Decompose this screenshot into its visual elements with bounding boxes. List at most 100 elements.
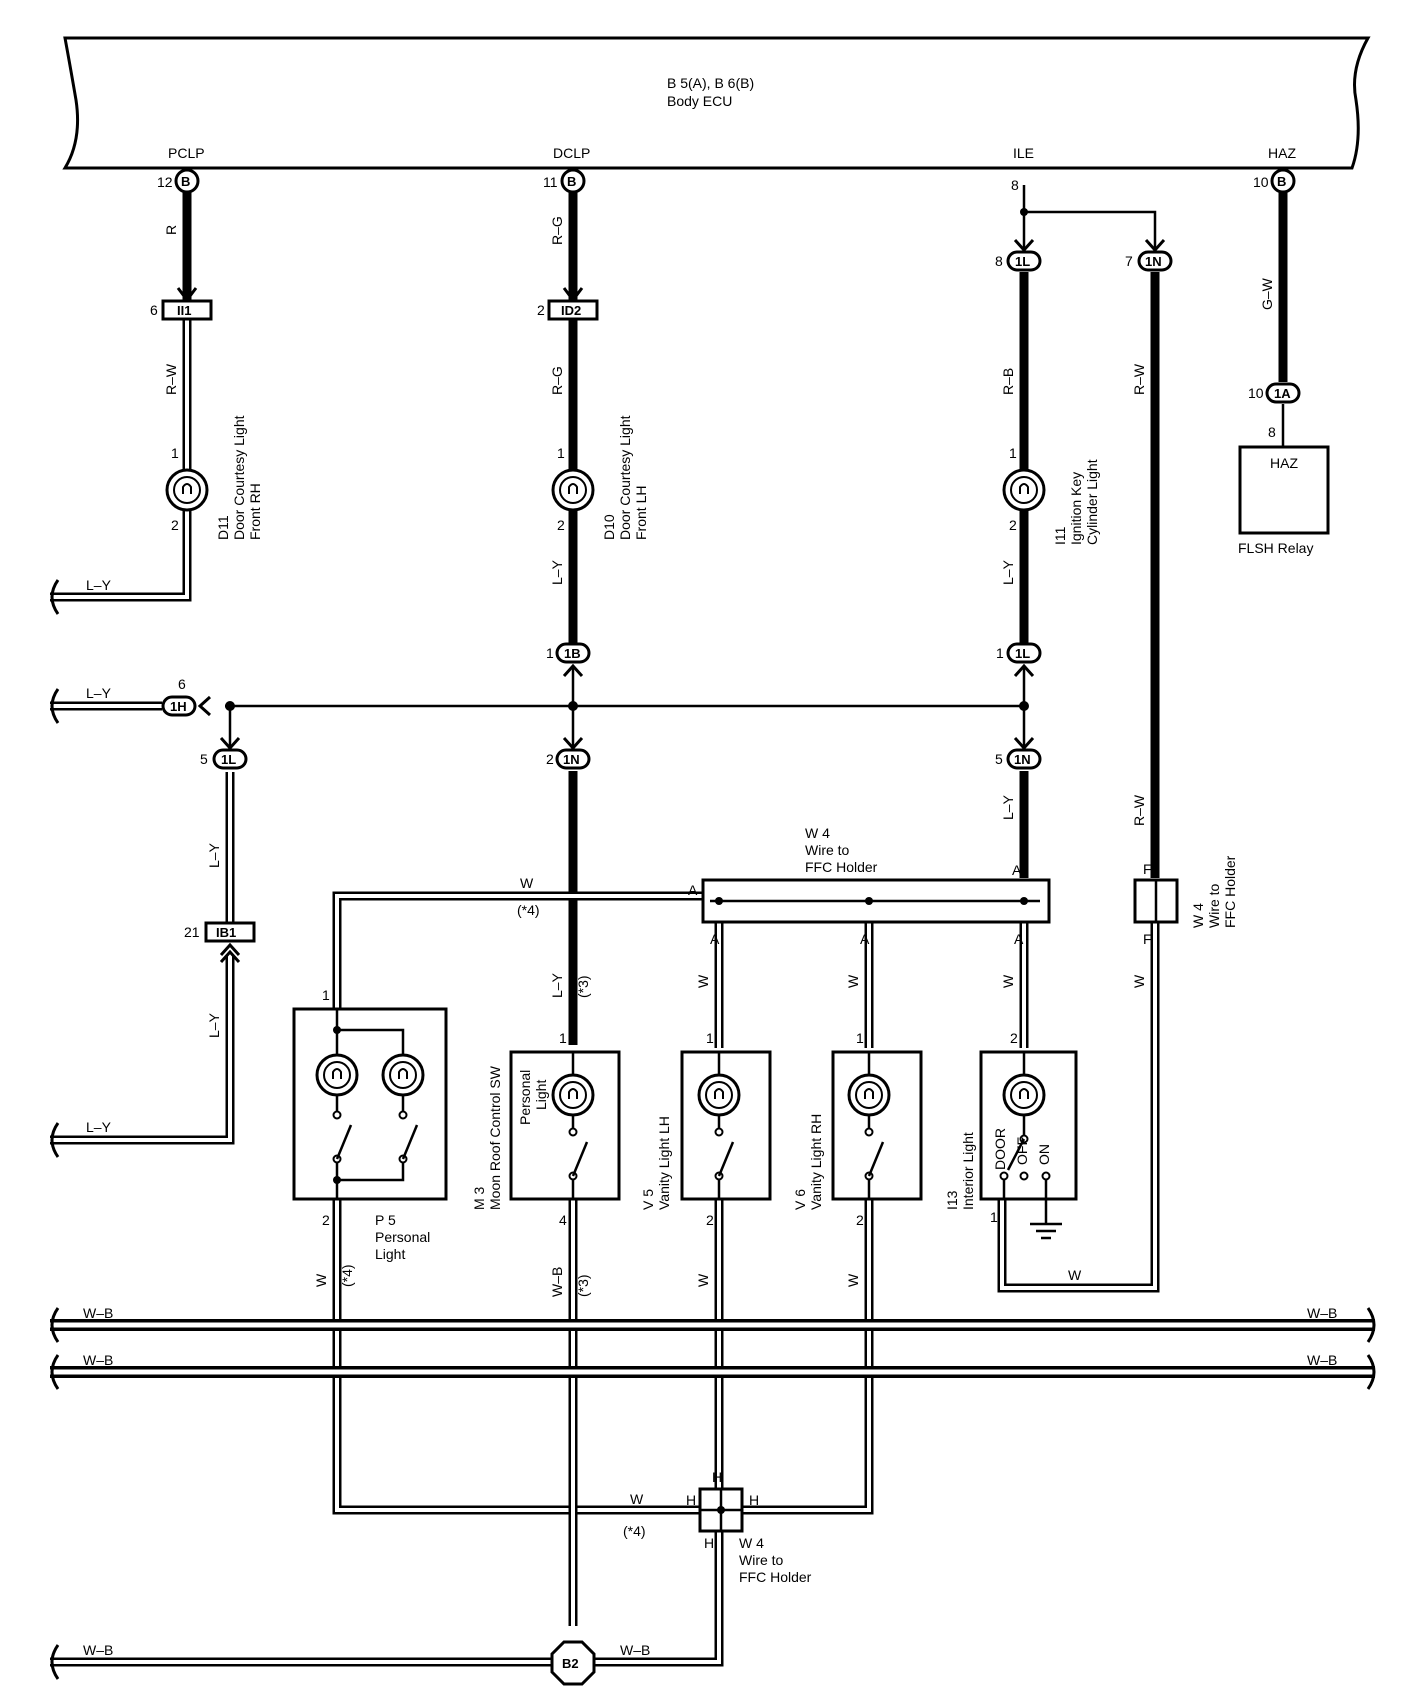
svg-text:1B: 1B	[564, 646, 581, 661]
flsh-relay: HAZ FLSH Relay	[1238, 445, 1330, 556]
ecu-title: B 5(A), B 6(B)	[667, 75, 754, 91]
terminal-haz: HAZ	[1268, 145, 1296, 161]
svg-text:1L: 1L	[221, 752, 236, 767]
svg-text:1: 1	[557, 445, 565, 461]
svg-text:ID2: ID2	[561, 303, 581, 318]
svg-text:I11: I11	[1052, 526, 1068, 545]
svg-text:Interior Light: Interior Light	[960, 1132, 976, 1210]
svg-text:IB1: IB1	[216, 925, 236, 940]
svg-text:R–W: R–W	[1131, 794, 1147, 826]
pin-ile: 8	[1011, 177, 1019, 193]
svg-text:H: H	[749, 1492, 759, 1508]
connector-ib1: IB1 21	[184, 921, 256, 964]
svg-text:FFC Holder: FFC Holder	[739, 1569, 812, 1585]
svg-text:Personal: Personal	[517, 1070, 533, 1125]
svg-text:W: W	[1000, 974, 1016, 988]
wire-labels: R R–W R–G R–G L–Y R–B L–Y R–W G–W L–Y R–…	[83, 216, 1337, 1658]
svg-text:L–Y: L–Y	[206, 1012, 222, 1038]
svg-text:5: 5	[995, 751, 1003, 767]
svg-text:A: A	[860, 931, 870, 947]
svg-text:L–Y: L–Y	[86, 1119, 112, 1135]
lamp-d11: 1 2 D11 Door Courtesy Light Front RH	[165, 415, 263, 540]
svg-text:W–B: W–B	[83, 1305, 113, 1321]
svg-text:Light: Light	[533, 1080, 549, 1110]
svg-text:R–W: R–W	[163, 363, 179, 395]
svg-text:L–Y: L–Y	[549, 972, 565, 998]
svg-text:W: W	[1068, 1267, 1082, 1283]
svg-text:W: W	[520, 875, 534, 891]
svg-text:1H: 1H	[170, 699, 187, 714]
svg-text:A: A	[688, 882, 698, 898]
svg-text:7: 7	[1125, 253, 1133, 269]
svg-text:V 5: V 5	[640, 1189, 656, 1210]
w4-ffc-holder-right: F F W 4 Wire to FFC Holder	[1133, 855, 1238, 947]
connector-1b: 1B 1	[546, 642, 591, 678]
svg-text:D11: D11	[215, 515, 231, 540]
ecu-name: Body ECU	[667, 93, 732, 109]
svg-text:6: 6	[150, 302, 158, 318]
svg-text:H: H	[712, 1469, 722, 1485]
connector-b2: B2	[550, 1640, 596, 1686]
ecu-pins: 12 B 11 B 8 10 B	[157, 168, 1296, 194]
svg-text:L–Y: L–Y	[206, 842, 222, 868]
svg-text:G–W: G–W	[1259, 277, 1275, 310]
svg-text:1: 1	[706, 1030, 714, 1046]
svg-text:FFC Holder: FFC Holder	[1222, 855, 1238, 928]
svg-text:1: 1	[1009, 445, 1017, 461]
svg-text:I13: I13	[944, 1190, 960, 1210]
svg-text:W–B: W–B	[1307, 1352, 1337, 1368]
svg-text:8: 8	[995, 253, 1003, 269]
inline-connectors: II1 6 ID2 2 1L 8 1N 7 1A 10 8	[150, 238, 1301, 1686]
svg-text:L–Y: L–Y	[1000, 559, 1016, 585]
svg-text:2: 2	[546, 751, 554, 767]
svg-text:R–G: R–G	[549, 366, 565, 395]
svg-text:Door Courtesy Light: Door Courtesy Light	[231, 415, 247, 540]
svg-text:1: 1	[996, 645, 1004, 661]
svg-text:L–Y: L–Y	[549, 559, 565, 585]
svg-text:B: B	[181, 174, 190, 189]
svg-text:21: 21	[184, 924, 200, 940]
svg-text:P 5: P 5	[375, 1212, 396, 1228]
svg-text:DOOR: DOOR	[992, 1128, 1008, 1170]
svg-text:A: A	[710, 931, 720, 947]
svg-text:W: W	[313, 1273, 329, 1287]
svg-text:FLSH Relay: FLSH Relay	[1238, 540, 1313, 556]
v5-vanity-light-lh: 1 2 V 5 Vanity Light LH	[640, 1030, 772, 1228]
svg-text:2: 2	[322, 1212, 330, 1228]
svg-text:Vanity Light RH: Vanity Light RH	[808, 1114, 824, 1210]
connector-1n-top: 1N 7	[1125, 238, 1173, 272]
svg-text:W–B: W–B	[549, 1267, 565, 1297]
connector-1l-left: 1L 5	[200, 736, 248, 770]
svg-text:6: 6	[178, 676, 186, 692]
w4-ffc-holder-lower: H H H H W 4 Wire to FFC Holder	[686, 1469, 812, 1585]
svg-text:L–Y: L–Y	[86, 577, 112, 593]
svg-text:W: W	[1131, 974, 1147, 988]
svg-text:8: 8	[1011, 177, 1019, 193]
svg-text:W–B: W–B	[620, 1642, 650, 1658]
w4-ffc-holder-upper: W 4 Wire to FFC Holder A A A A A	[688, 825, 1051, 947]
lamp-d10: 1 2 D10 Door Courtesy Light Front LH	[551, 415, 649, 540]
svg-text:1: 1	[559, 1030, 567, 1046]
svg-text:Ignition Key: Ignition Key	[1068, 472, 1084, 545]
svg-text:1: 1	[856, 1030, 864, 1046]
pin-haz: 10 B	[1253, 168, 1296, 194]
svg-text:1N: 1N	[1014, 752, 1031, 767]
wire-break-marks	[50, 579, 1376, 1680]
svg-text:W 4: W 4	[805, 825, 830, 841]
svg-text:11: 11	[543, 174, 558, 190]
svg-text:R–G: R–G	[549, 216, 565, 245]
svg-text:Light: Light	[375, 1246, 405, 1262]
svg-text:R–W: R–W	[1131, 363, 1147, 395]
svg-text:4: 4	[559, 1212, 567, 1228]
connector-1n-right: 1N 5	[995, 736, 1042, 770]
svg-text:L–Y: L–Y	[1000, 794, 1016, 820]
connector-1n-mid: 1N 2	[546, 736, 591, 770]
svg-text:HAZ: HAZ	[1270, 455, 1298, 471]
svg-text:12: 12	[157, 174, 173, 190]
svg-text:1N: 1N	[1145, 254, 1162, 269]
svg-text:2: 2	[706, 1212, 714, 1228]
connector-1a: 1A 10 8	[1248, 382, 1301, 440]
svg-text:Wire to: Wire to	[739, 1552, 784, 1568]
p5-personal-light: 1 2 P 5 Personal Light	[292, 987, 448, 1262]
